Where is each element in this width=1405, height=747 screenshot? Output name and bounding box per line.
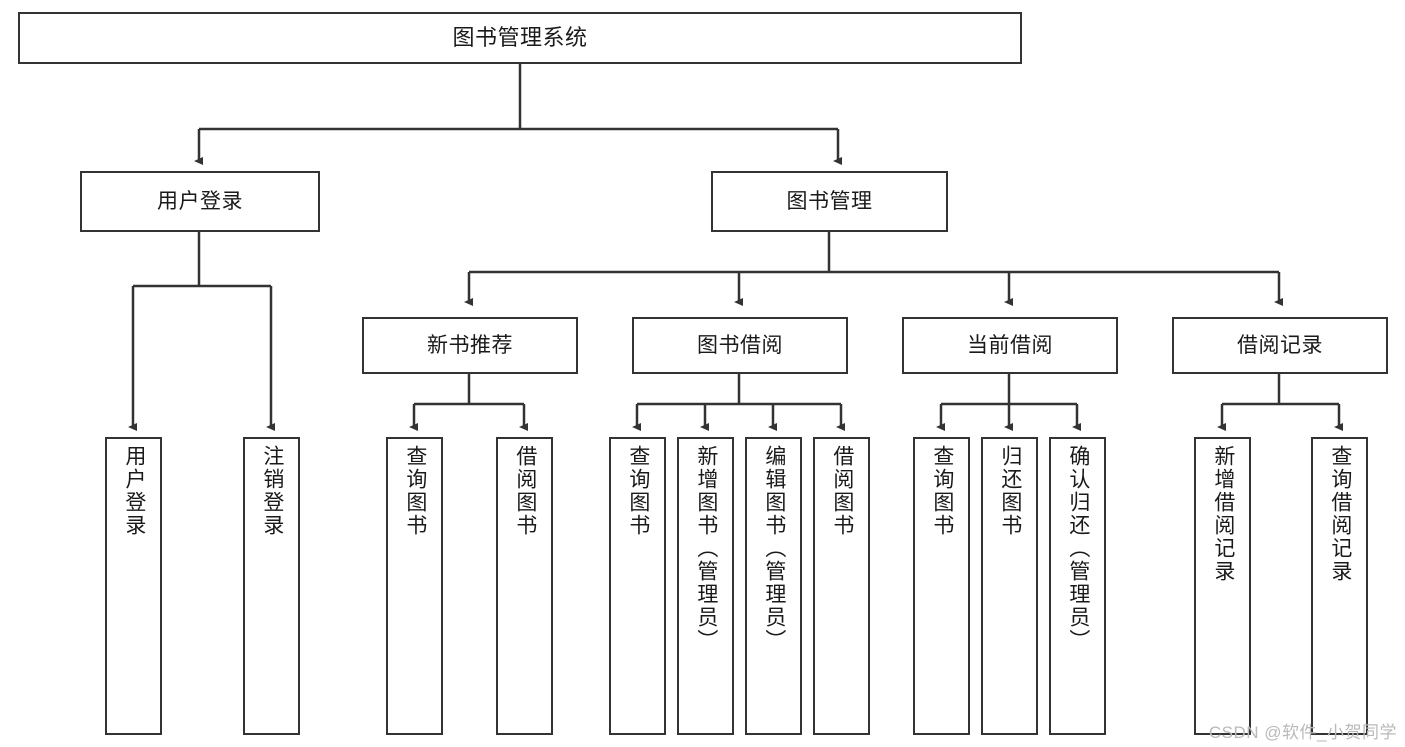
- node-label: 图书管理系统: [452, 24, 588, 50]
- node-label: 用户登录: [122, 445, 146, 537]
- node-label: 归还图书: [998, 445, 1022, 537]
- node-label: 新增图书（管理员）: [694, 445, 718, 652]
- node-label: 查询图书: [930, 445, 954, 537]
- leaf-book-borrow-edit-admin[interactable]: 编辑图书（管理员）: [745, 437, 802, 735]
- leaf-current-borrow-query[interactable]: 查询图书: [913, 437, 970, 735]
- leaf-user-login-logout[interactable]: 注销登录: [243, 437, 300, 735]
- leaf-new-book-query[interactable]: 查询图书: [386, 437, 443, 735]
- node-user-login[interactable]: 用户登录: [80, 171, 320, 232]
- leaf-book-borrow-borrow[interactable]: 借阅图书: [813, 437, 870, 735]
- node-borrow-record[interactable]: 借阅记录: [1172, 317, 1388, 374]
- node-new-book-recommendation[interactable]: 新书推荐: [362, 317, 578, 374]
- leaf-book-borrow-query[interactable]: 查询图书: [609, 437, 666, 735]
- node-current-borrow[interactable]: 当前借阅: [902, 317, 1118, 374]
- leaf-borrow-record-query[interactable]: 查询借阅记录: [1311, 437, 1368, 735]
- node-label: 当前借阅: [967, 333, 1053, 357]
- node-label: 注销登录: [260, 445, 284, 537]
- node-label: 查询图书: [403, 445, 427, 537]
- node-book-borrow[interactable]: 图书借阅: [632, 317, 848, 374]
- node-label: 借阅图书: [830, 445, 854, 537]
- node-label: 编辑图书（管理员）: [762, 445, 786, 652]
- leaf-user-login-login[interactable]: 用户登录: [105, 437, 162, 735]
- leaf-current-borrow-confirm-admin[interactable]: 确认归还（管理员）: [1049, 437, 1106, 735]
- node-label: 查询借阅记录: [1328, 445, 1352, 583]
- node-book-management[interactable]: 图书管理: [711, 171, 948, 232]
- leaf-book-borrow-add-admin[interactable]: 新增图书（管理员）: [677, 437, 734, 735]
- node-label: 借阅图书: [513, 445, 537, 537]
- node-label: 图书借阅: [697, 333, 783, 357]
- csdn-watermark: CSDN @软件_小贺同学: [1208, 723, 1397, 742]
- leaf-borrow-record-add[interactable]: 新增借阅记录: [1194, 437, 1251, 735]
- leaf-new-book-borrow[interactable]: 借阅图书: [496, 437, 553, 735]
- node-root-book-management-system[interactable]: 图书管理系统: [18, 12, 1022, 64]
- node-label: 用户登录: [157, 189, 243, 213]
- node-label: 确认归还（管理员）: [1066, 445, 1090, 652]
- node-label: 新书推荐: [427, 333, 513, 357]
- node-label: 查询图书: [626, 445, 650, 537]
- node-label: 借阅记录: [1237, 333, 1323, 357]
- node-label: 新增借阅记录: [1211, 445, 1235, 583]
- leaf-current-borrow-return[interactable]: 归还图书: [981, 437, 1038, 735]
- node-label: 图书管理: [786, 189, 873, 213]
